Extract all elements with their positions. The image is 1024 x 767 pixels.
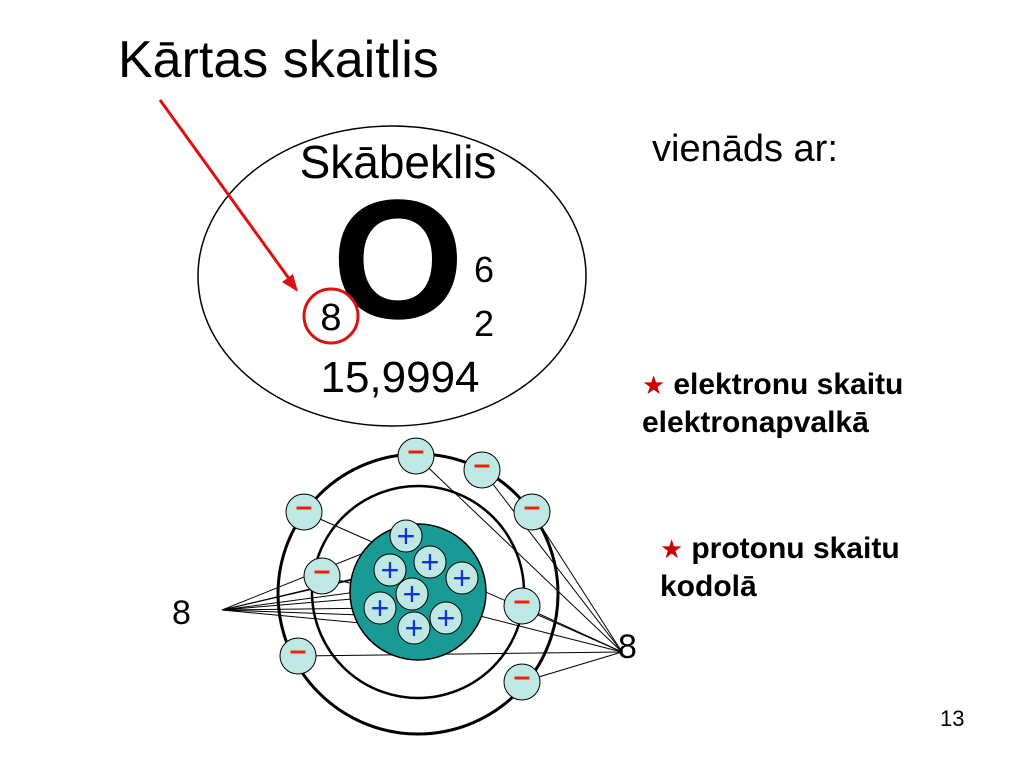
shell-top-number: 6 — [474, 249, 494, 290]
arrow-line — [158, 99, 292, 281]
proton-sign: + — [437, 600, 456, 636]
electron: – — [503, 584, 541, 625]
electron-sign: – — [524, 490, 541, 523]
atomic-number-highlight — [302, 287, 360, 345]
protons: ++++++++ — [363, 518, 479, 646]
star-icon: ★ — [660, 534, 684, 564]
electron: – — [279, 634, 317, 675]
proton: + — [413, 544, 447, 580]
proton-sign: + — [421, 544, 440, 580]
proton: + — [445, 560, 479, 596]
proton: + — [389, 518, 423, 554]
atomic-number: 8 — [320, 297, 341, 339]
element-name: Skābeklis — [300, 136, 497, 188]
proton-sign: + — [381, 552, 400, 588]
electron-sign: – — [514, 660, 531, 693]
electron: – — [463, 448, 501, 489]
electron: – — [303, 554, 341, 595]
electron: – — [285, 490, 323, 531]
proton: + — [363, 590, 397, 626]
electron-sign: – — [514, 584, 531, 617]
electron-sign: – — [314, 554, 331, 587]
bullet-protons: ★protonu skaitu kodolā — [660, 530, 990, 606]
equal-to-label: vienāds ar: — [652, 128, 838, 170]
proton-sign: + — [397, 518, 416, 554]
proton: + — [429, 600, 463, 636]
slide-number: 13 — [940, 706, 965, 731]
bullet-protons-text: protonu skaitu kodolā — [660, 532, 900, 603]
electron-count-label: 8 — [618, 628, 637, 666]
electrons: –––––––– — [279, 434, 551, 701]
proton-sign: + — [403, 576, 422, 612]
element-card-ellipse — [197, 125, 587, 427]
electron-sign: – — [290, 634, 307, 667]
bullet-electrons-text: elektronu skaitu elektronapvalkā — [642, 368, 904, 439]
proton-sign: + — [453, 560, 472, 596]
slide-title: Kārtas skaitlis — [118, 31, 439, 89]
star-icon: ★ — [642, 370, 666, 400]
arrow-head-icon — [282, 274, 298, 292]
proton-count-label: 8 — [172, 594, 191, 632]
electron: – — [503, 660, 541, 701]
bullet-electrons: ★elektronu skaitu elektronapvalkā — [642, 366, 972, 442]
electron-sign: – — [474, 448, 491, 481]
proton: + — [373, 552, 407, 588]
proton-sign: + — [405, 610, 424, 646]
proton-sign: + — [371, 590, 390, 626]
electron: – — [513, 490, 551, 531]
element-symbol: O — [332, 165, 464, 355]
electron: – — [397, 434, 435, 475]
atomic-mass: 15,9994 — [320, 353, 479, 402]
electron-sign: – — [296, 490, 313, 523]
electron-sign: – — [408, 434, 425, 467]
shell-bottom-number: 2 — [474, 303, 494, 344]
proton: + — [395, 576, 429, 612]
proton: + — [397, 610, 431, 646]
